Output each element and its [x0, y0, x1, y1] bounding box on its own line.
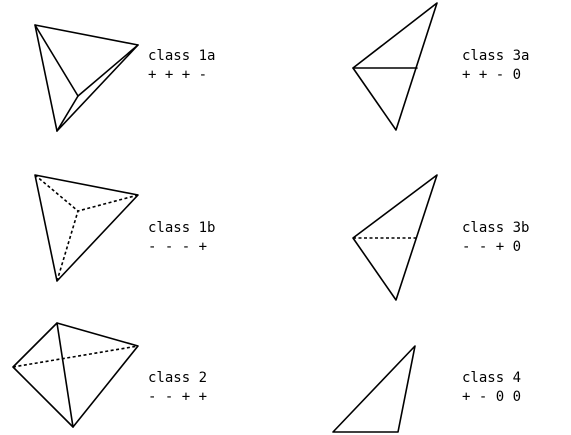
class-1a-interior-edge: [77, 44, 139, 97]
class-1a-signs: + + + -: [148, 67, 207, 83]
class-1a-figure: [34, 24, 139, 132]
class-3b-signs: - - + 0: [462, 239, 521, 255]
class-1b-name: class 1b: [148, 220, 215, 236]
class-3b-figure: [352, 174, 438, 301]
class-3a-name: class 3a: [462, 48, 529, 64]
class-2-signs: - - + +: [148, 389, 207, 405]
class-3a-figure: [352, 2, 438, 131]
class-1a-name: class 1a: [148, 48, 215, 64]
class-1a-outline: [34, 24, 139, 132]
class-1b-signs: - - - +: [148, 239, 207, 255]
class-4-signs: + - 0 0: [462, 389, 521, 405]
class-1b-hidden-edge: [34, 174, 79, 212]
class-1b-outline: [34, 174, 139, 282]
class-1b-hidden-edge: [56, 210, 79, 282]
class-3a-signs: + + - 0: [462, 67, 521, 83]
class-1b-figure: [34, 174, 139, 282]
class-2-figure: [12, 322, 139, 428]
class-4-name: class 4: [462, 370, 521, 386]
class-2-visible-diagonal: [56, 322, 74, 428]
class-1a-interior-edge: [34, 24, 79, 97]
class-4-figure: [332, 345, 416, 433]
class-2-name: class 2: [148, 370, 207, 386]
class-3a-outline: [352, 2, 438, 131]
class-2-hidden-diagonal: [12, 345, 139, 368]
class-1a-interior-edge: [56, 95, 79, 132]
class-3b-outline: [352, 174, 438, 301]
class-1b-hidden-edge: [77, 194, 139, 212]
class-3b-name: class 3b: [462, 220, 529, 236]
class-2-outline: [12, 322, 139, 428]
class-4-outline: [332, 345, 416, 433]
